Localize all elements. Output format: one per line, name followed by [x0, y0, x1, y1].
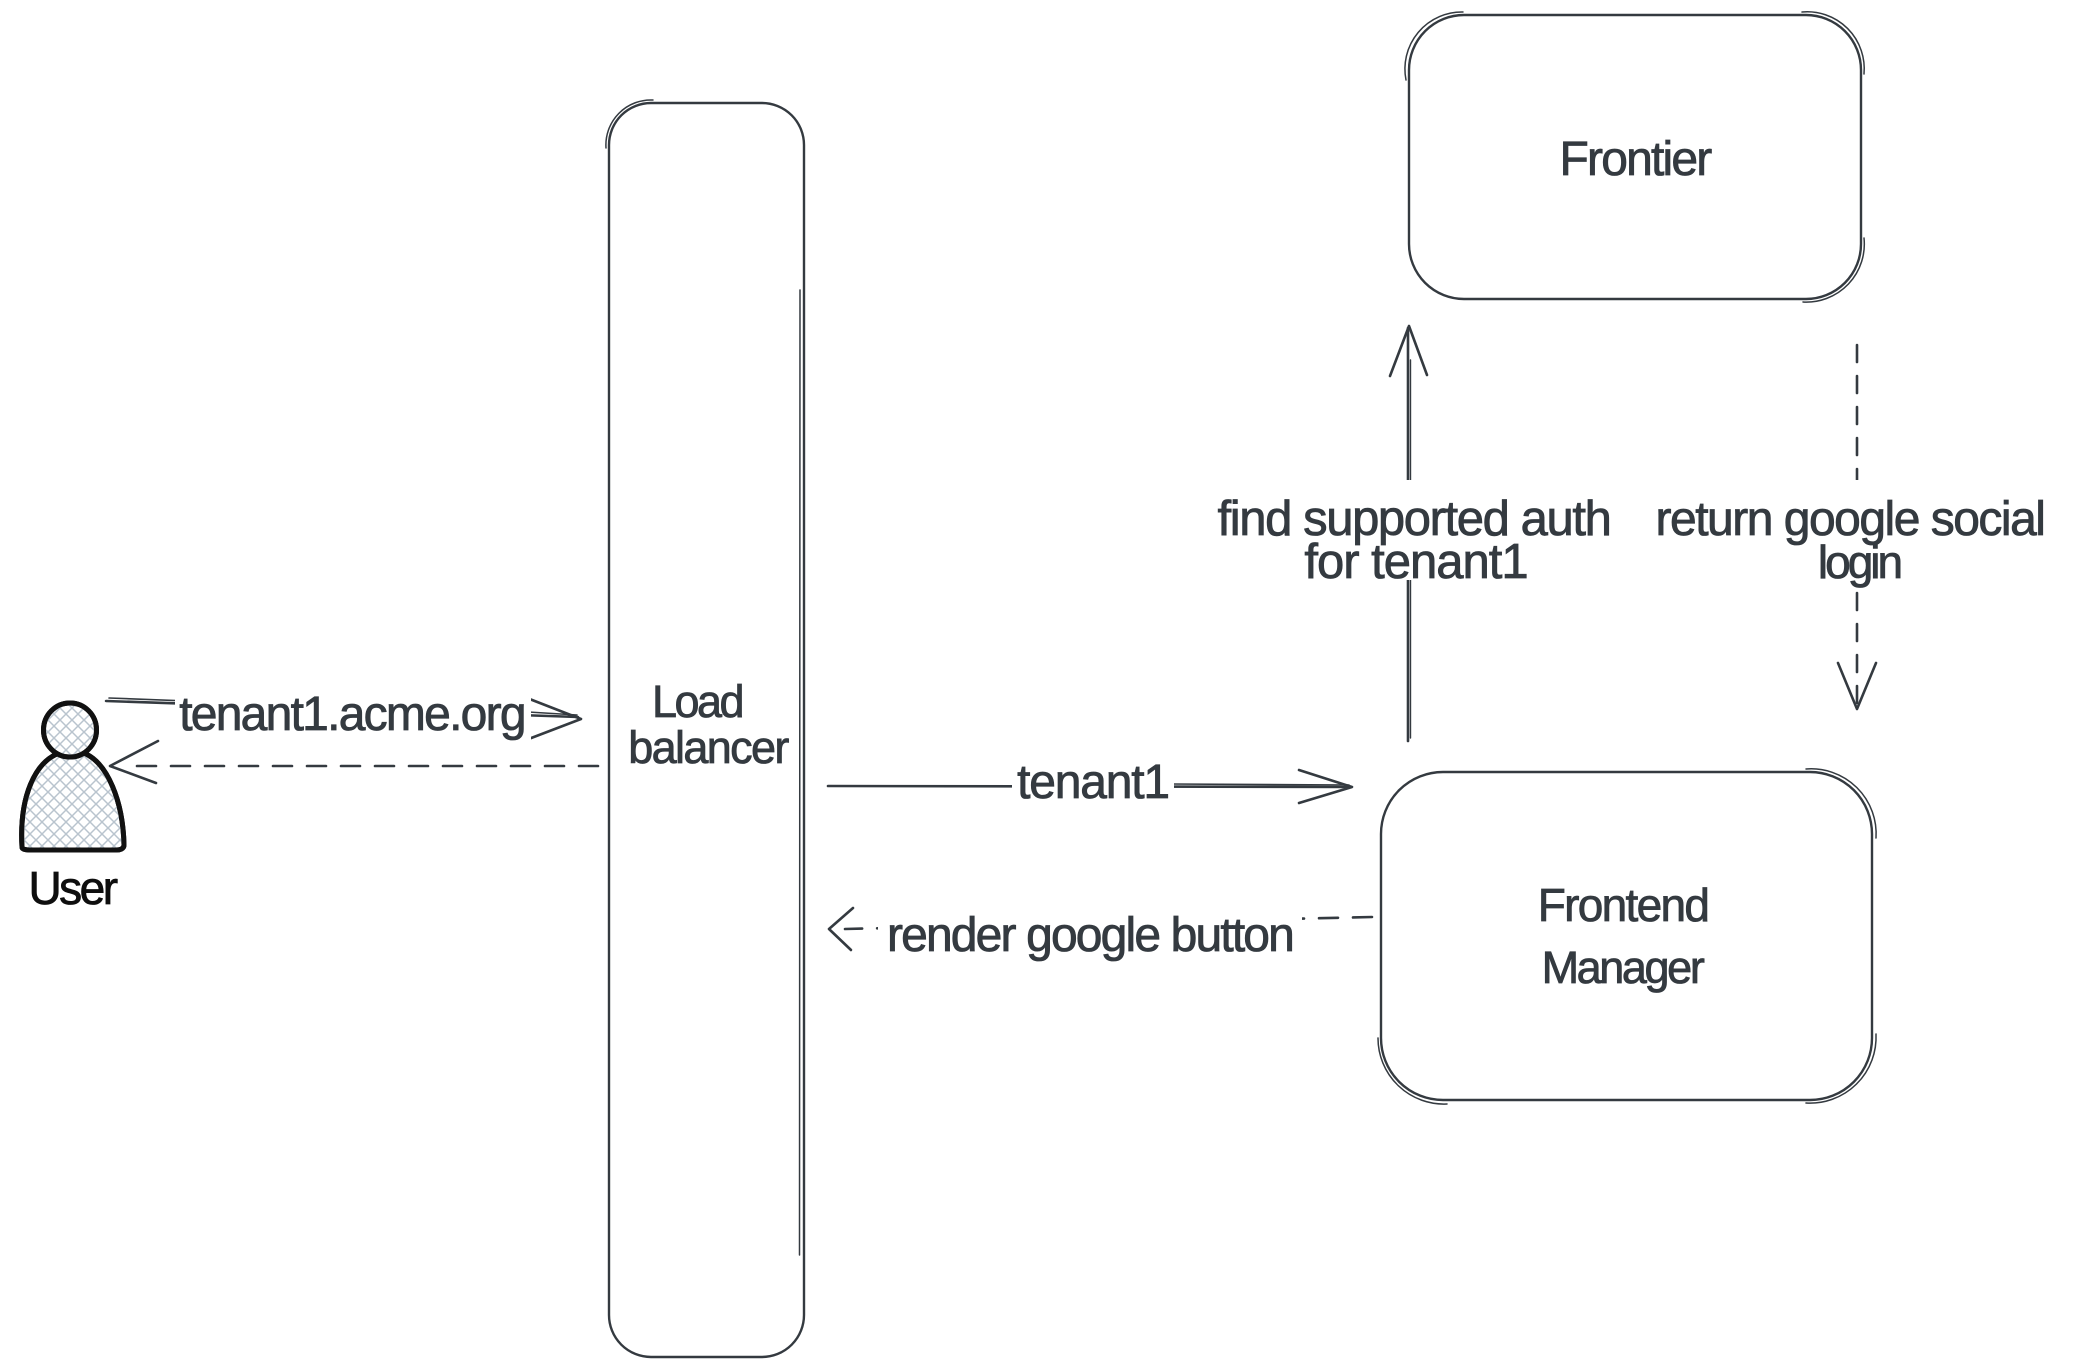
svg-text:login: login: [1818, 536, 1901, 588]
svg-text:return google social: return google social: [1656, 493, 2045, 546]
svg-text:tenant1: tenant1: [1017, 756, 1169, 809]
svg-text:tenant1.acme.org: tenant1.acme.org: [179, 688, 525, 741]
svg-text:Manager: Manager: [1542, 942, 1705, 993]
svg-text:Frontier: Frontier: [1560, 133, 1713, 186]
svg-text:Load: Load: [652, 676, 743, 727]
svg-text:find supported auth: find supported auth: [1218, 492, 1611, 546]
svg-text:render google button: render google button: [887, 909, 1293, 962]
svg-text:User: User: [28, 862, 117, 914]
svg-text:Frontend: Frontend: [1538, 879, 1709, 931]
svg-text:balancer: balancer: [628, 722, 789, 773]
svg-text:for tenant1: for tenant1: [1304, 535, 1527, 589]
